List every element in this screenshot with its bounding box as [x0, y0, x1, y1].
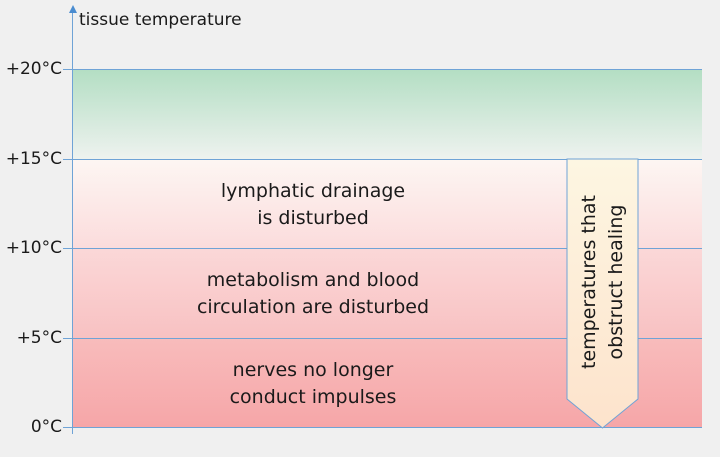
gridline-15: [63, 159, 702, 160]
zone-lymph-label: lymphatic drainage is disturbed: [220, 180, 406, 229]
zone-nerves-label: nerves no longer conduct impulses: [229, 359, 397, 408]
zone-metabolism-label: metabolism and blood circulation are dis…: [196, 269, 430, 318]
tick-20: +20°C: [5, 59, 62, 79]
healing-arrow: [566, 158, 639, 429]
tick-5: +5°C: [16, 328, 62, 348]
tick-15: +15°C: [5, 149, 62, 169]
gridline-5: [63, 338, 702, 339]
gridline-10: [63, 248, 702, 249]
tick-0: 0°C: [30, 417, 62, 437]
gridline-20: [63, 69, 702, 70]
y-axis: [72, 10, 73, 434]
y-axis-arrow-icon: [69, 5, 77, 13]
green-band: [73, 69, 702, 159]
y-axis-title: tissue temperature: [79, 10, 242, 30]
gridline-0: [63, 427, 702, 428]
tick-10: +10°C: [5, 238, 62, 258]
